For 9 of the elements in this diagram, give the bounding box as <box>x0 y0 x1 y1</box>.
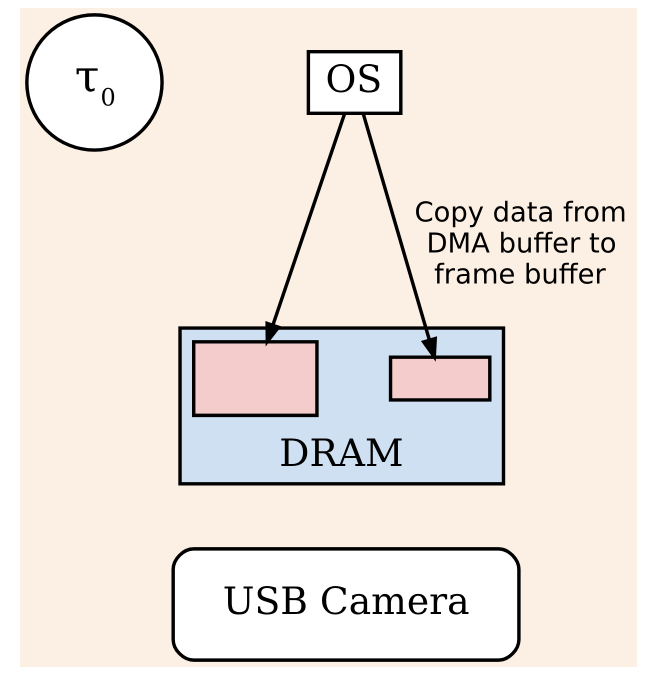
edge-label: Copy data from DMA buffer to frame buffer <box>414 198 626 290</box>
node-box <box>192 340 318 418</box>
node-circle: τ$_{0}$ <box>24 13 164 152</box>
node-box: OS <box>306 50 402 115</box>
node-box: USB Camera <box>170 547 520 662</box>
node-box <box>388 355 492 402</box>
cluster: DRAM <box>178 326 505 486</box>
arrow <box>264 112 346 346</box>
arrow <box>360 112 437 362</box>
